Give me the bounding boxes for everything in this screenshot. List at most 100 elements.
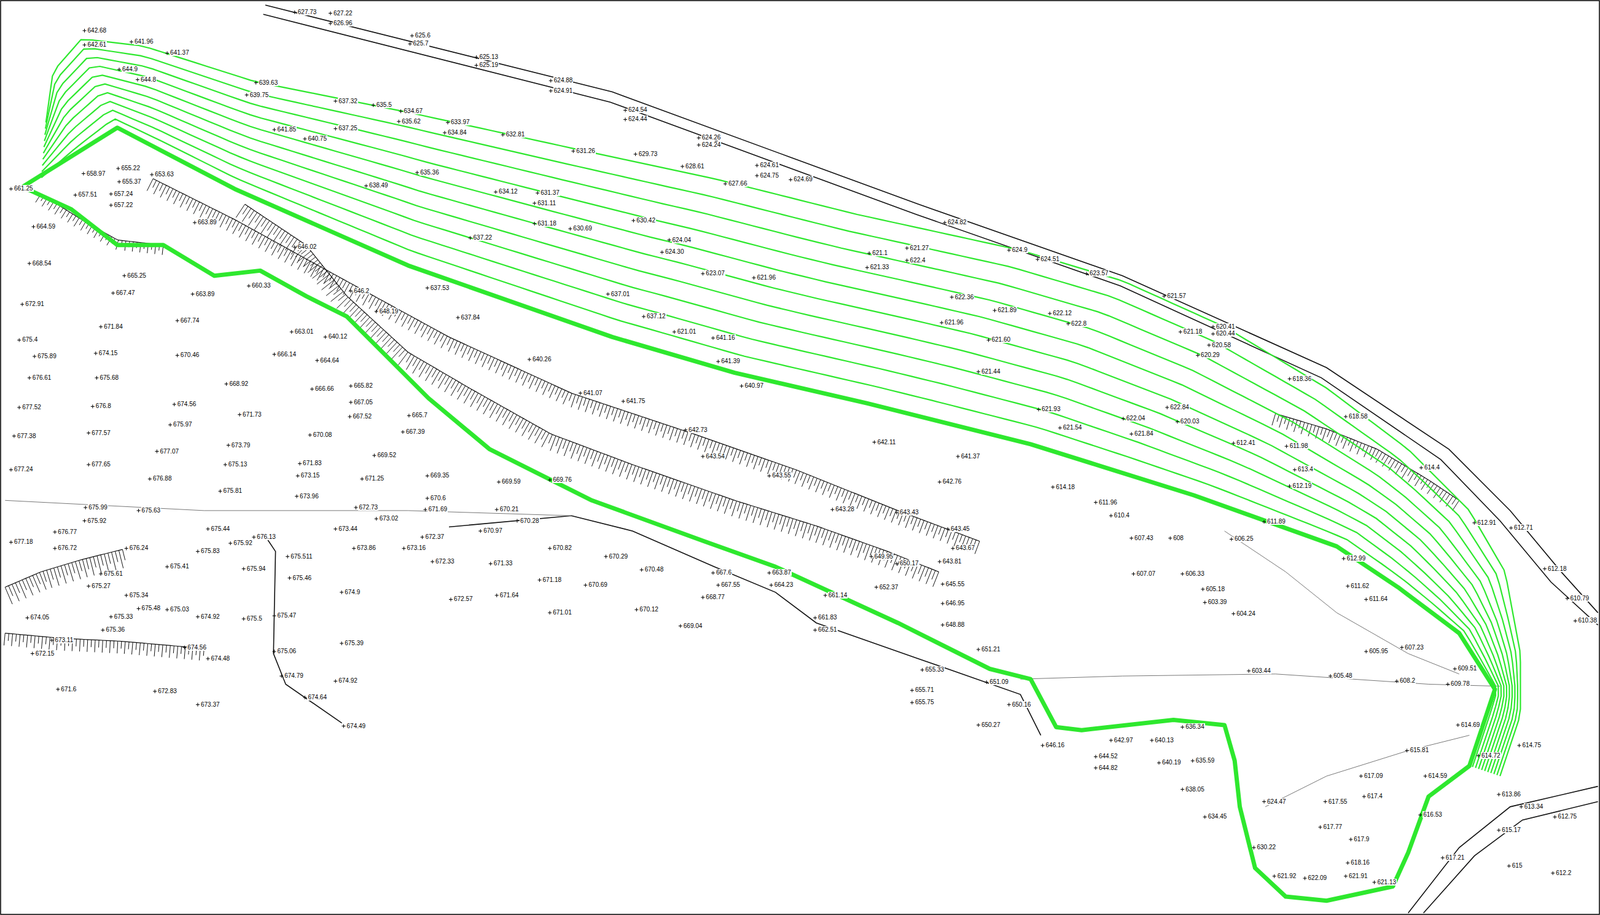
hatch-tick xyxy=(926,522,932,536)
spot-height: 670.6 xyxy=(429,494,447,502)
spot-height: 673.96 xyxy=(299,492,320,500)
spot-height: 672.33 xyxy=(434,557,456,565)
spot-height: 675.5 xyxy=(246,614,263,622)
spot-height: 670.08 xyxy=(312,431,333,438)
point-cross xyxy=(976,369,981,374)
point-cross xyxy=(9,186,13,191)
spot-height: 651.21 xyxy=(980,645,1002,653)
hatch-tick xyxy=(646,470,650,480)
spot-height: 621.57 xyxy=(1166,292,1187,300)
spot-height: 618.58 xyxy=(1348,412,1369,420)
point-cross xyxy=(1496,792,1501,797)
point-cross xyxy=(117,67,121,72)
hatch-tick xyxy=(437,374,446,388)
hatch-tick xyxy=(333,288,341,295)
hatch-tick xyxy=(931,569,936,579)
spot-height: 631.18 xyxy=(536,219,558,227)
hatch-tick xyxy=(113,640,115,648)
survey-line xyxy=(1423,801,1599,913)
spot-height: 621.92 xyxy=(1276,872,1298,879)
hatch-tick xyxy=(717,495,723,512)
point-cross xyxy=(86,584,91,588)
hatch-tick xyxy=(413,320,418,328)
point-cross xyxy=(1231,611,1236,616)
hatch-tick xyxy=(393,344,400,352)
hatch-tick xyxy=(562,439,566,449)
spot-height: 617.09 xyxy=(1363,772,1384,779)
hatch-tick xyxy=(401,312,405,320)
hatch-tick xyxy=(835,487,841,500)
point-cross xyxy=(348,414,352,419)
hatch-tick xyxy=(639,468,643,478)
point-cross xyxy=(122,273,126,278)
hatch-tick xyxy=(64,564,68,575)
hatch-tick xyxy=(245,229,253,241)
hatch-tick xyxy=(626,464,633,480)
spot-height: 604.24 xyxy=(1235,609,1257,617)
point-cross xyxy=(1348,837,1353,841)
spot-height: 674.56 xyxy=(176,400,198,408)
hatch-tick xyxy=(689,433,692,441)
hatch-tick xyxy=(556,388,562,402)
hatch-tick xyxy=(779,515,783,525)
point-cross xyxy=(136,606,141,610)
spot-height: 675.4 xyxy=(21,335,39,343)
hatch-tick xyxy=(375,298,379,306)
hatch-tick xyxy=(924,521,928,529)
hatch-tick xyxy=(98,640,100,648)
spot-height: 658.97 xyxy=(85,170,107,177)
hatch-tick xyxy=(703,490,709,507)
point-cross xyxy=(1287,483,1292,488)
spot-height: 630.22 xyxy=(1256,843,1277,851)
hatch-tick xyxy=(577,396,583,410)
spot-height: 607.07 xyxy=(1135,569,1156,577)
hatch-tick xyxy=(115,550,118,562)
point-cross xyxy=(90,404,95,408)
hatch-tick xyxy=(640,469,647,485)
hatch-tick xyxy=(265,239,273,252)
spot-height: 640.97 xyxy=(743,382,765,389)
hatch-tick xyxy=(205,206,210,215)
spot-height: 625.13 xyxy=(479,53,500,61)
point-cross xyxy=(206,526,211,531)
point-cross xyxy=(302,695,307,699)
point-cross xyxy=(1573,618,1578,623)
hatch-tick xyxy=(753,507,758,523)
point-cross xyxy=(456,315,461,320)
spot-height: 635.59 xyxy=(1195,756,1216,764)
hatch-tick xyxy=(414,321,422,334)
hatch-tick xyxy=(153,181,160,195)
hatch-tick xyxy=(401,314,409,327)
point-cross xyxy=(976,722,981,727)
hatch-tick xyxy=(1279,415,1284,428)
spot-height: 639.63 xyxy=(258,79,279,86)
point-cross xyxy=(716,359,720,363)
point-cross xyxy=(813,627,817,632)
point-cross xyxy=(55,687,60,691)
hatch-tick xyxy=(264,237,269,246)
hatch-tick xyxy=(745,504,751,521)
point-cross xyxy=(1509,525,1513,530)
point-cross xyxy=(17,337,21,342)
point-cross xyxy=(532,201,537,206)
hatch-tick xyxy=(94,639,96,652)
hatch-tick xyxy=(199,203,203,211)
point-cross xyxy=(93,351,98,356)
hatch-tick xyxy=(427,328,435,341)
contour-line xyxy=(41,110,1499,768)
spot-height: 611.62 xyxy=(1350,582,1370,590)
hatch-tick xyxy=(952,531,956,540)
hatch-tick xyxy=(86,639,88,652)
point-cross xyxy=(1007,248,1011,252)
point-cross xyxy=(1109,738,1113,742)
point-cross xyxy=(1419,465,1424,470)
point-cross xyxy=(285,554,290,559)
point-cross xyxy=(1084,271,1089,276)
point-cross xyxy=(604,554,609,559)
hatch-tick xyxy=(8,585,13,596)
hatch-tick xyxy=(710,493,717,509)
hatch-tick xyxy=(105,640,107,648)
hatch-tick xyxy=(947,530,953,544)
hatch-tick xyxy=(489,401,495,411)
spot-height: 603.39 xyxy=(1207,598,1228,605)
